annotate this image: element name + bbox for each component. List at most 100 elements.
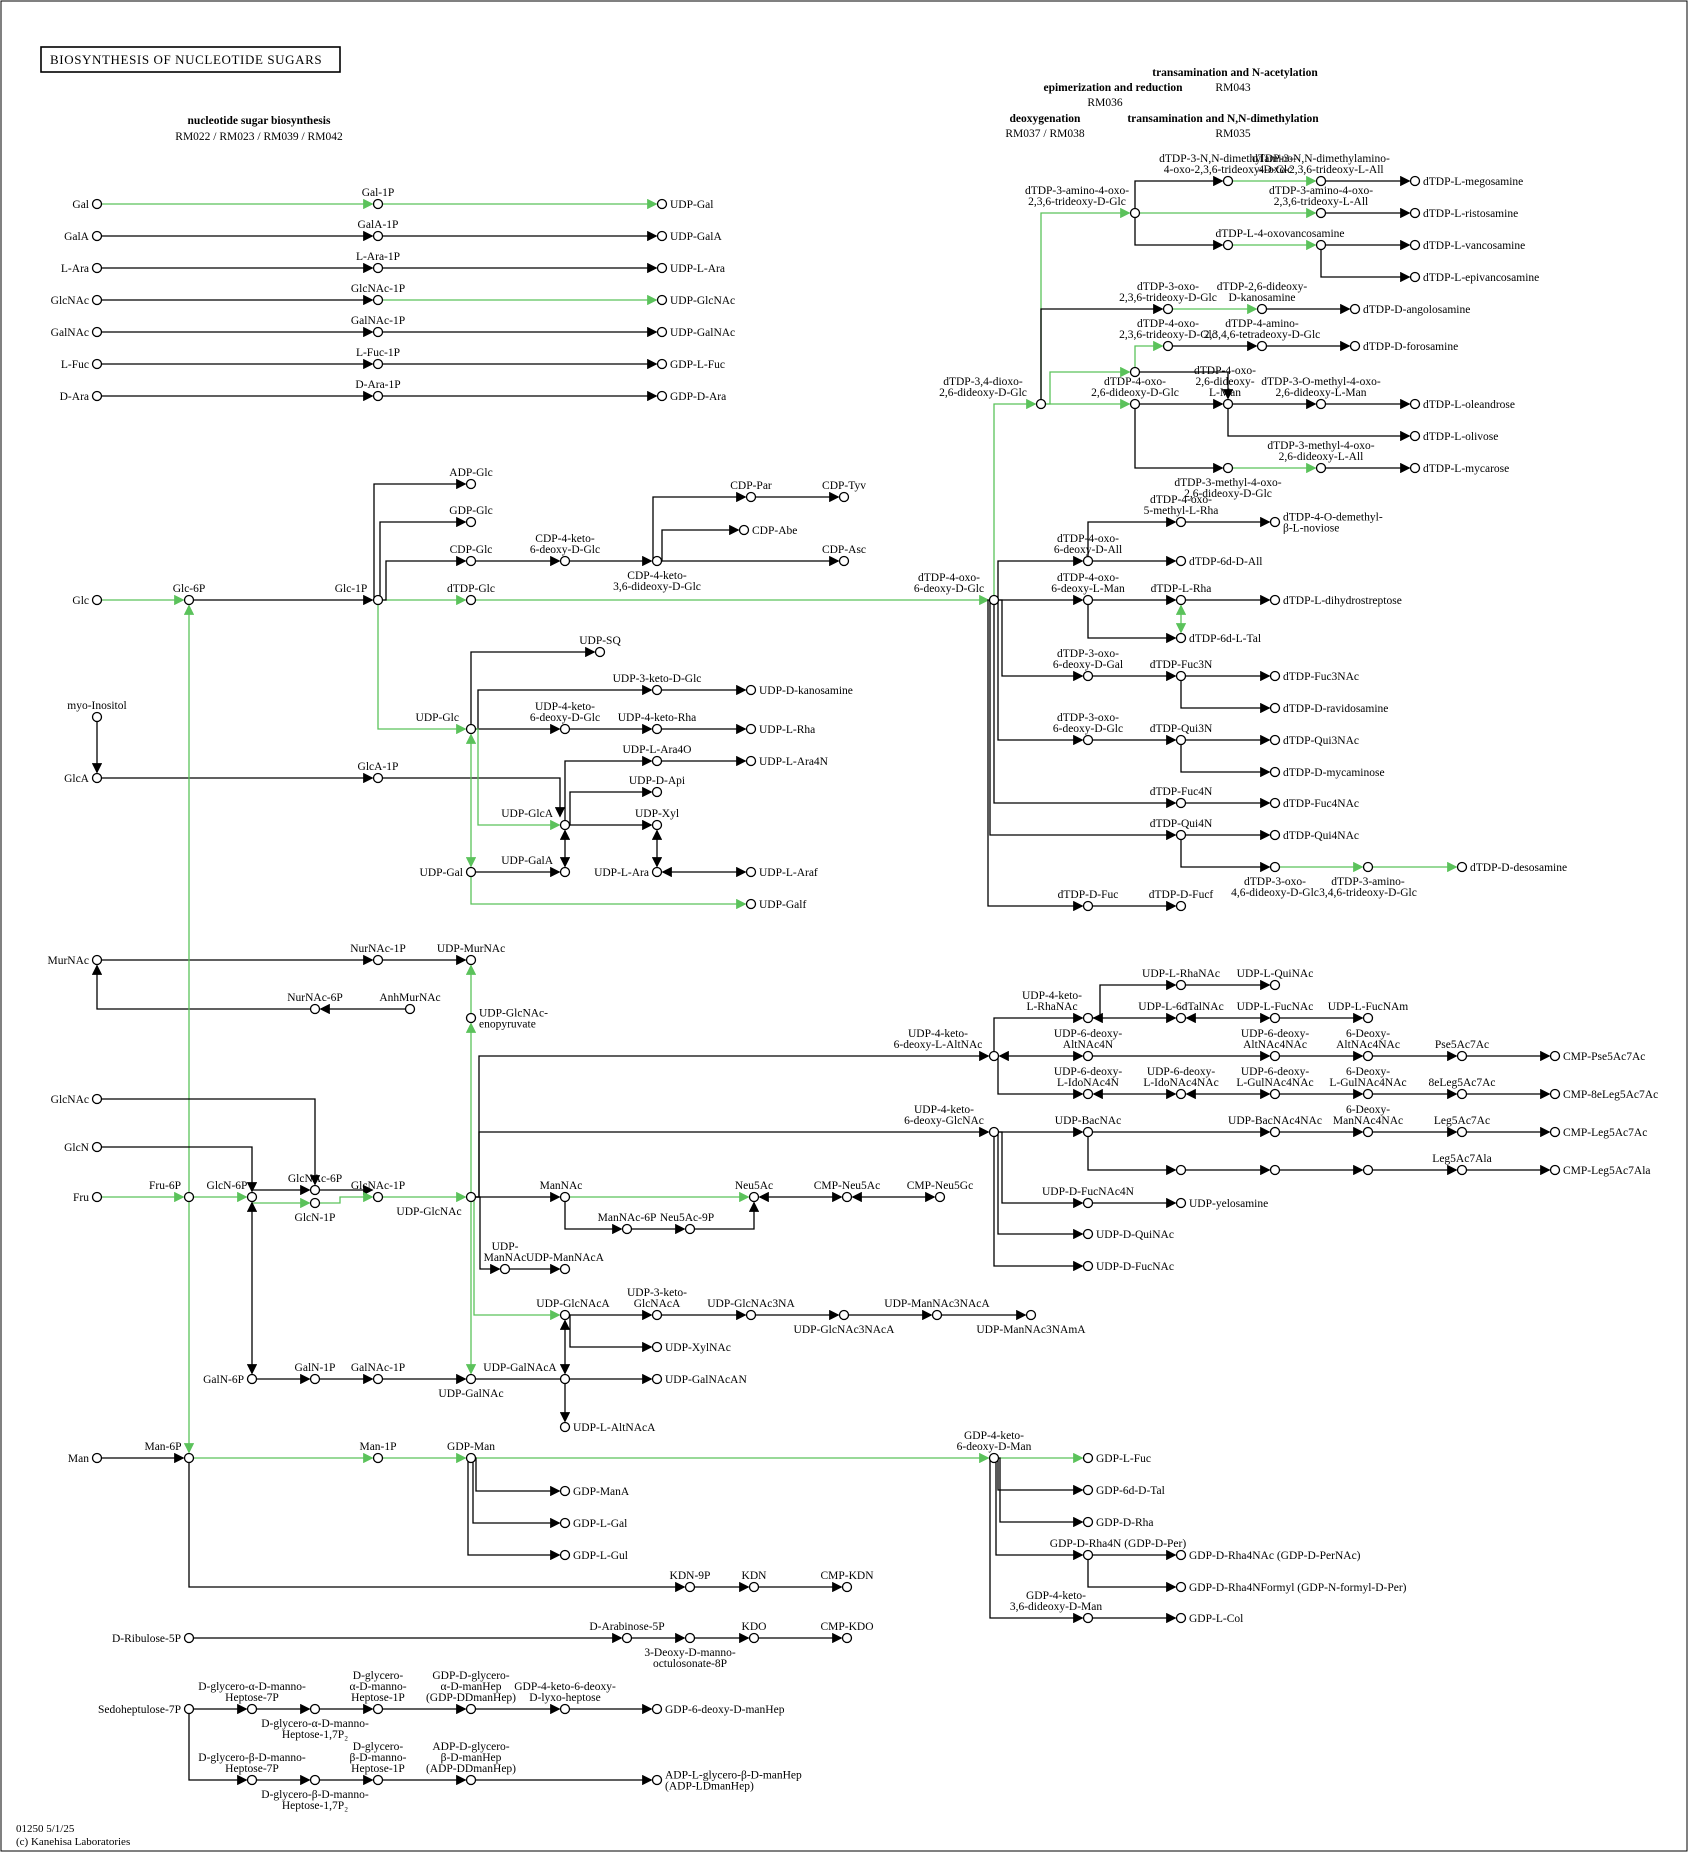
reaction-arrow[interactable]: [565, 1314, 653, 1353]
reaction-arrow-present[interactable]: [993, 398, 1037, 600]
compound-label[interactable]: UDP-GalNAcA: [483, 1362, 557, 1374]
compound-label[interactable]: dTDP-3-N,N-dimethylamino-4-oxo-2,3,6-tri…: [1252, 153, 1390, 176]
compound-node[interactable]: [1256, 303, 1268, 315]
compound-node[interactable]: [1269, 702, 1281, 714]
compound-node[interactable]: [246, 1373, 258, 1385]
compound-label[interactable]: GDP-L-Gal: [573, 1518, 627, 1530]
compound-node[interactable]: [651, 866, 663, 878]
compound-label[interactable]: UDP-L-Ara4N: [759, 756, 829, 768]
compound-node[interactable]: [1456, 1088, 1468, 1100]
compound-label[interactable]: UDP-6-deoxy-AltNAc4N: [1054, 1028, 1123, 1051]
compound-label[interactable]: UDP-4-keto-Rha: [618, 712, 697, 724]
compound-node[interactable]: [841, 1632, 853, 1644]
compound-node[interactable]: [988, 1126, 1000, 1138]
compound-label[interactable]: UDP-MurNAc: [437, 943, 505, 955]
compound-label[interactable]: Glc: [72, 595, 89, 607]
compound-node[interactable]: [559, 1373, 571, 1385]
compound-label[interactable]: UDP-GalNAc: [670, 327, 735, 339]
compound-label[interactable]: CMP-8eLeg5Ac7Ac: [1563, 1089, 1658, 1101]
compound-node[interactable]: [404, 1003, 416, 1015]
compound-node[interactable]: [1456, 1164, 1468, 1176]
compound-node[interactable]: [1269, 766, 1281, 778]
compound-node[interactable]: [651, 723, 663, 735]
compound-node[interactable]: [246, 1703, 258, 1715]
compound-node[interactable]: [656, 390, 668, 402]
compound-node[interactable]: [372, 294, 384, 306]
compound-label[interactable]: L-Ara: [61, 263, 89, 275]
compound-node[interactable]: [1409, 271, 1421, 283]
compound-label[interactable]: GalNAc-1P: [351, 1362, 405, 1374]
compound-label[interactable]: dTDP-3-amino-4-oxo-2,3,6-trideoxy-L-All: [1269, 185, 1373, 208]
compound-label[interactable]: UDP-GalA: [670, 231, 722, 243]
compound-label[interactable]: GlcN: [64, 1142, 90, 1154]
compound-node[interactable]: [372, 326, 384, 338]
compound-node[interactable]: [465, 1452, 477, 1464]
reaction-arrow[interactable]: [652, 491, 747, 562]
compound-label[interactable]: CDP-Glc: [450, 544, 493, 556]
compound-label[interactable]: KDO: [742, 1621, 767, 1633]
compound-label[interactable]: dTDP-L-epivancosamine: [1423, 272, 1539, 284]
compound-label[interactable]: UDP-ManNAc3NAmA: [976, 1324, 1086, 1336]
compound-label[interactable]: dTDP-4-oxo-6-deoxy-L-Man: [1051, 572, 1125, 595]
compound-label[interactable]: UDP-L-Rha: [759, 724, 815, 736]
compound-node[interactable]: [745, 723, 757, 735]
compound-node[interactable]: [1082, 1012, 1094, 1024]
reaction-arrow[interactable]: [1134, 175, 1224, 213]
compound-label[interactable]: dTDP-4-oxo-6-deoxy-D-All: [1054, 533, 1122, 556]
compound-node[interactable]: [1082, 1197, 1094, 1209]
compound-label[interactable]: CDP-Abe: [752, 525, 797, 537]
compound-label[interactable]: dTDP-D-desosamine: [1470, 862, 1567, 874]
compound-node[interactable]: [684, 1581, 696, 1593]
compound-node[interactable]: [91, 1093, 103, 1105]
compound-node[interactable]: [1269, 1126, 1281, 1138]
compound-label[interactable]: UDP-GalNAc: [438, 1388, 503, 1400]
compound-node[interactable]: [183, 594, 195, 606]
compound-label[interactable]: UDP-GlcNAc: [396, 1206, 461, 1218]
compound-label[interactable]: GDP-4-keto-3,6-dideoxy-D-Man: [1010, 1590, 1103, 1613]
module-label[interactable]: epimerization and reduction: [1043, 82, 1183, 94]
compound-node[interactable]: [651, 755, 663, 767]
compound-label[interactable]: dTDP-4-oxo-6-deoxy-D-Glc: [914, 572, 984, 595]
compound-label[interactable]: dTDP-D-mycaminose: [1283, 767, 1385, 779]
compound-label[interactable]: 8eLeg5Ac7Ac: [1428, 1077, 1495, 1089]
compound-node[interactable]: [1035, 398, 1047, 410]
compound-label[interactable]: UDP-4-keto-6-deoxy-GlcNAc: [904, 1104, 984, 1127]
compound-label[interactable]: dTDP-4-oxo-5-methyl-L-Rha: [1144, 494, 1219, 517]
compound-node[interactable]: [651, 1373, 663, 1385]
compound-node[interactable]: [559, 1263, 571, 1275]
compound-label[interactable]: Sedoheptulose-7P: [98, 1704, 181, 1716]
compound-node[interactable]: [372, 1774, 384, 1786]
reaction-arrow[interactable]: [993, 600, 1177, 809]
compound-node[interactable]: [1315, 207, 1327, 219]
reaction-arrow[interactable]: [1134, 213, 1224, 251]
compound-node[interactable]: [372, 954, 384, 966]
reaction-arrow[interactable]: [1087, 516, 1177, 561]
compound-node[interactable]: [1409, 175, 1421, 187]
compound-node[interactable]: [1256, 340, 1268, 352]
compound-node[interactable]: [594, 646, 606, 658]
compound-label[interactable]: L-Ara-1P: [356, 251, 400, 263]
compound-label[interactable]: UDP-L-Ara: [670, 263, 725, 275]
compound-label[interactable]: dTDP-3-oxo-2,3,6-trideoxy-D-Glc: [1119, 281, 1217, 304]
compound-node[interactable]: [1269, 861, 1281, 873]
compound-node[interactable]: [656, 198, 668, 210]
compound-node[interactable]: [934, 1191, 946, 1203]
compound-label[interactable]: dTDP-Fuc3NAc: [1283, 671, 1359, 683]
compound-node[interactable]: [1349, 340, 1361, 352]
compound-node[interactable]: [1082, 594, 1094, 606]
reaction-arrow[interactable]: [1180, 835, 1271, 873]
reaction-arrow[interactable]: [97, 1146, 258, 1193]
compound-node[interactable]: [372, 1452, 384, 1464]
compound-node[interactable]: [372, 390, 384, 402]
compound-label[interactable]: dTDP-L-oleandrose: [1423, 399, 1515, 411]
module-label[interactable]: nucleotide sugar biosynthesis: [188, 115, 331, 127]
compound-label[interactable]: GDP-4-keto-6-deoxy-D-Man: [957, 1430, 1032, 1453]
compound-node[interactable]: [1082, 1549, 1094, 1561]
compound-label[interactable]: UDP-L-6dTalNAc: [1138, 1001, 1223, 1013]
compound-label[interactable]: UDP-L-QuiNAc: [1237, 968, 1314, 980]
compound-label[interactable]: dTDP-D-ravidosamine: [1283, 703, 1388, 715]
compound-node[interactable]: [1082, 1228, 1094, 1240]
compound-label[interactable]: GlcNAc-1P: [351, 283, 405, 295]
compound-label[interactable]: CMP-Neu5Ac: [814, 1180, 880, 1192]
compound-label[interactable]: Leg5Ac7Ac: [1434, 1115, 1490, 1127]
